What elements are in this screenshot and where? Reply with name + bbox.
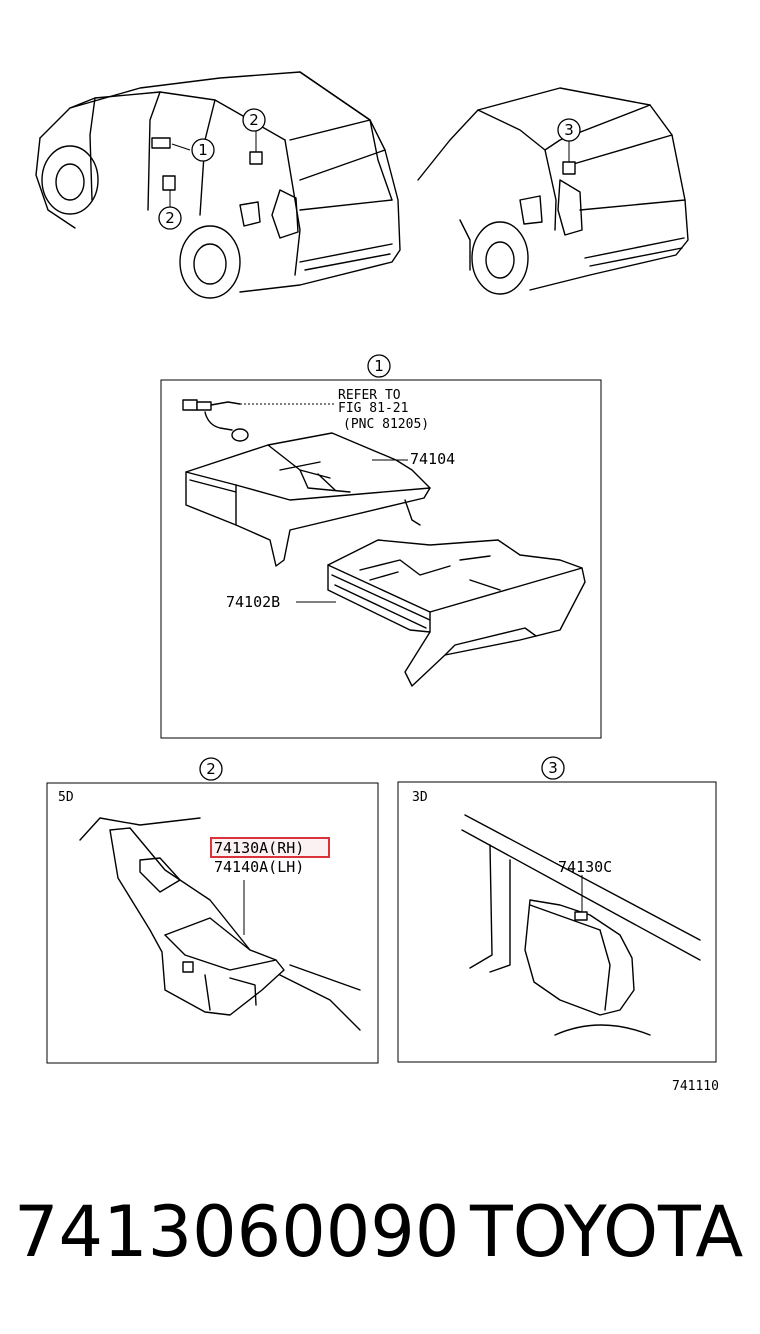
power-window-switch-illustration bbox=[79, 817, 361, 1031]
svg-text:(PNC 81205): (PNC 81205) bbox=[343, 417, 429, 432]
svg-text:FIG 81-21: FIG 81-21 bbox=[338, 401, 408, 416]
panel-3-variant-label: 3D bbox=[412, 790, 428, 805]
svg-text:2: 2 bbox=[206, 760, 216, 778]
svg-text:REFER TO: REFER TO bbox=[338, 388, 401, 403]
vehicle-3door-illustration bbox=[417, 87, 689, 295]
highlight-box-74130a bbox=[210, 837, 330, 858]
part-74102b-lower-box bbox=[296, 539, 586, 687]
callout-circle-3-vehicle: 3 bbox=[557, 118, 581, 142]
svg-text:1: 1 bbox=[374, 357, 384, 375]
panel-1-frame bbox=[160, 379, 602, 739]
part-label-74130c: 74130C bbox=[558, 858, 612, 876]
part-label-74130a-rh: 74130A(RH) bbox=[214, 839, 304, 857]
panel-2-frame bbox=[46, 782, 379, 1064]
switch-3door-illustration bbox=[461, 814, 701, 1036]
vehicle-5door-illustration bbox=[35, 71, 401, 299]
part-label-74140a-lh: 74140A(LH) bbox=[214, 858, 304, 876]
svg-text:2: 2 bbox=[165, 209, 175, 227]
part-number-footer: 7413060090 bbox=[14, 1191, 460, 1273]
callout-circle-1-panel: 1 bbox=[367, 354, 391, 378]
callout-circle-1-vehicle: 1 bbox=[191, 138, 215, 162]
callout-circle-2-vehicle-lower: 2 bbox=[158, 206, 182, 230]
part-74104-upper-box bbox=[185, 432, 431, 567]
figure-number: 741110 bbox=[672, 1079, 719, 1094]
callout-circle-2-vehicle-upper: 2 bbox=[242, 108, 266, 132]
panel-2-variant-label: 5D bbox=[58, 790, 74, 805]
callout-circle-2-panel: 2 bbox=[199, 757, 223, 781]
panel-3-frame bbox=[397, 781, 717, 1063]
svg-text:2: 2 bbox=[249, 111, 259, 129]
part-label-74104: 74104 bbox=[410, 450, 455, 468]
svg-text:3: 3 bbox=[564, 121, 574, 139]
wire-harness-connector bbox=[182, 399, 336, 442]
part-label-74102b: 74102B bbox=[226, 593, 280, 611]
callout-circle-3-panel: 3 bbox=[541, 756, 565, 780]
svg-text:3: 3 bbox=[548, 759, 558, 777]
callout-label: 1 bbox=[198, 141, 208, 159]
refer-note: REFER TO FIG 81-21 (PNC 81205) bbox=[338, 388, 429, 432]
brand-name-footer: TOYOTA bbox=[470, 1191, 744, 1273]
